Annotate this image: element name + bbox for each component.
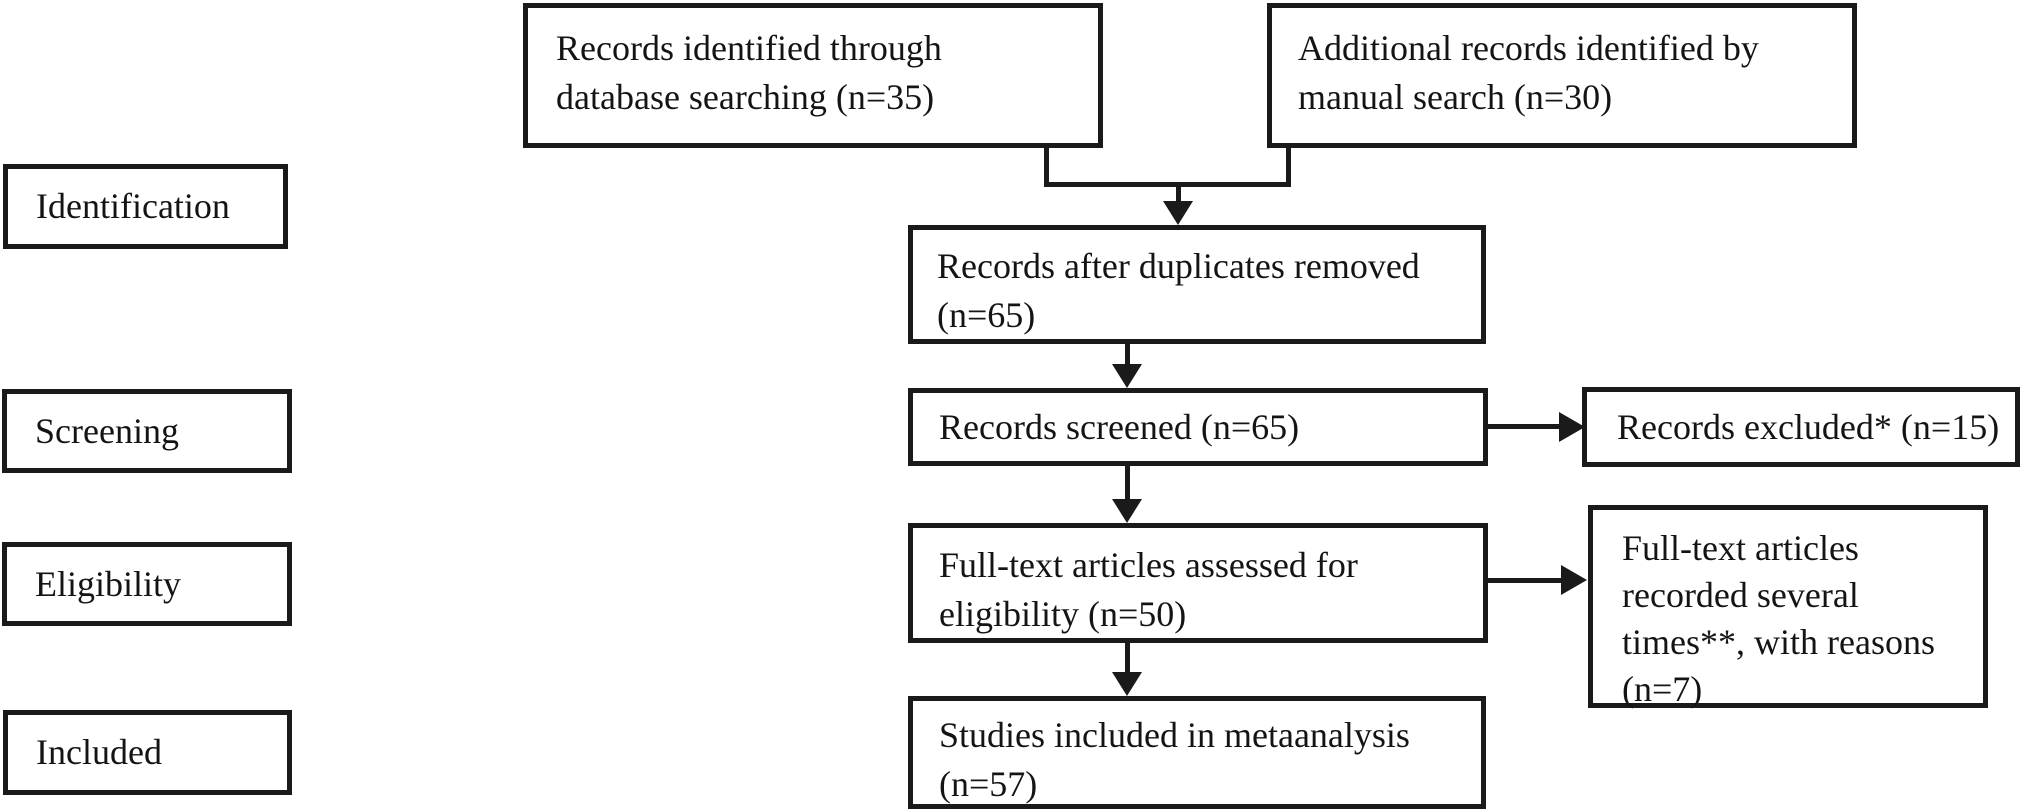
node-fulltext-assessed: Full-text articles assessed for eligibil… (908, 523, 1488, 643)
node-text-line: Records excluded* (n=15) (1617, 406, 2000, 447)
node-fulltext-excluded: Full-text articles recorded several time… (1588, 505, 1988, 709)
node-text-line: (n=57) (939, 764, 1038, 804)
node-after-duplicates: Records after duplicates removed (n=65) (908, 225, 1486, 344)
node-text-line: (n=65) (937, 295, 1036, 335)
node-records-screened: Records screened (n=65) (908, 388, 1488, 466)
node-text-line: recorded several (1622, 575, 1859, 615)
node-text-line: (n=7) (1622, 669, 1703, 709)
node-additional-records: Additional records identified by manual … (1267, 3, 1857, 148)
arrow-fulltext-to-studies-shaft (1125, 643, 1130, 674)
connector-merge-bar (1044, 182, 1291, 187)
node-text-line: Records screened (n=65) (939, 406, 1300, 447)
stage-label-included: Included (36, 732, 162, 772)
stage-label-eligibility: Eligibility (35, 563, 182, 604)
node-text-line: database searching (n=35) (556, 77, 935, 117)
node-text-line: Additional records identified by (1298, 28, 1759, 68)
node-text-line: Full-text articles assessed for (939, 545, 1358, 585)
node-text-line: manual search (n=30) (1298, 77, 1613, 117)
arrow-screened-to-excluded-shaft (1487, 424, 1561, 429)
node-records-identified: Records identified through database sear… (523, 3, 1103, 148)
stage-box-included: Included (3, 710, 292, 795)
stage-box-screening: Screening (2, 389, 292, 473)
stage-box-eligibility: Eligibility (2, 542, 292, 626)
connector-identified-drop (1044, 146, 1049, 187)
arrow-screened-to-fulltext-head (1112, 499, 1142, 523)
node-records-excluded: Records excluded* (n=15) (1582, 387, 2020, 467)
arrow-fulltext-to-reasons-head (1561, 565, 1587, 595)
arrow-merge-to-duplicates-head (1163, 201, 1193, 225)
connector-additional-drop (1286, 146, 1291, 187)
node-text-line: Studies included in metaanalysis (939, 715, 1410, 755)
arrow-duplicates-to-screened-shaft (1125, 344, 1130, 366)
node-text-line: Full-text articles (1622, 528, 1859, 568)
node-text-line: Records identified through (556, 28, 942, 68)
node-text-line: Records after duplicates removed (937, 246, 1420, 286)
arrow-duplicates-to-screened-head (1112, 364, 1142, 388)
arrow-fulltext-to-studies-head (1112, 672, 1142, 696)
arrow-screened-to-excluded-head (1559, 412, 1585, 442)
node-text-line: times**, with reasons (1622, 622, 1935, 662)
arrow-screened-to-fulltext-shaft (1125, 466, 1130, 502)
stage-box-identification: Identification (3, 164, 288, 249)
arrow-merge-to-duplicates-shaft (1176, 187, 1181, 205)
stage-label-identification: Identification (36, 186, 230, 226)
arrow-fulltext-to-reasons-shaft (1487, 578, 1563, 583)
stage-label-screening: Screening (35, 410, 179, 451)
node-studies-included: Studies included in metaanalysis (n=57) (908, 696, 1486, 809)
node-text-line: eligibility (n=50) (939, 594, 1187, 634)
